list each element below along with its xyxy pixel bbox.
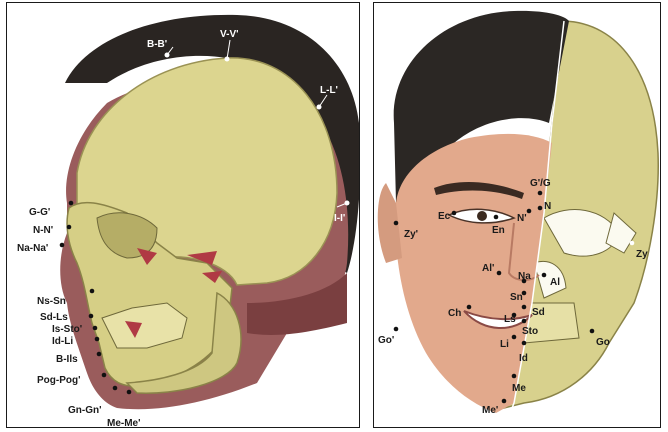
skull-frontal-image: G'/G N N' Ec En Zy' Zy Al' Al Na Sn Sd L… bbox=[374, 3, 661, 428]
label-i-i: I-I' bbox=[334, 213, 345, 224]
label-v-v: V-V' bbox=[220, 29, 239, 40]
label-ns-sn: Ns-Sn bbox=[37, 296, 66, 307]
rlabel-zy-prime: Zy' bbox=[404, 229, 418, 240]
label-me-me: Me-Me' bbox=[107, 418, 141, 428]
rdot-go bbox=[590, 329, 595, 334]
rlabel-go-prime: Go' bbox=[378, 335, 394, 346]
landmark-dot-b bbox=[165, 53, 170, 58]
rlabel-zy: Zy bbox=[636, 249, 648, 260]
rlabel-ch: Ch bbox=[448, 308, 461, 319]
rdot-goprime bbox=[394, 327, 399, 332]
label-n-n: N-N' bbox=[33, 225, 53, 236]
rlabel-n-prime: N' bbox=[517, 213, 527, 224]
rlabel-sd: Sd bbox=[532, 307, 545, 318]
rlabel-ls: Ls bbox=[504, 314, 516, 325]
skull-profile-image: B-B' V-V' L-L' I-I' G-G' N-N' Na-Na' Ns-… bbox=[7, 3, 360, 428]
rlabel-en: En bbox=[492, 225, 505, 236]
rlabel-sn: Sn bbox=[510, 292, 523, 303]
rlabel-go: Go bbox=[596, 337, 610, 348]
rdot-g bbox=[538, 191, 543, 196]
rdot-zyprime bbox=[394, 221, 399, 226]
landmark-dot-id bbox=[95, 337, 100, 342]
rdot-id bbox=[522, 341, 527, 346]
label-l-l: L-L' bbox=[320, 85, 338, 96]
label-gn-gn: Gn-Gn' bbox=[68, 405, 101, 416]
landmark-dot-n bbox=[67, 225, 72, 230]
left-superimposition-figure: B-B' V-V' L-L' I-I' G-G' N-N' Na-Na' Ns-… bbox=[6, 2, 360, 428]
label-sd-ls: Sd-Ls bbox=[40, 312, 68, 323]
rdot-nprime bbox=[527, 209, 532, 214]
landmark-dot-b-ils bbox=[97, 352, 102, 357]
label-id-li: Id-Li bbox=[52, 336, 73, 347]
rdot-ch bbox=[467, 305, 472, 310]
landmark-dot-v bbox=[225, 57, 230, 62]
rlabel-me-prime: Me' bbox=[482, 405, 498, 416]
rdot-zy bbox=[630, 241, 635, 246]
rlabel-li: Li bbox=[500, 339, 509, 350]
label-is-sto: Is-Sto' bbox=[52, 324, 82, 335]
rlabel-me: Me bbox=[512, 383, 526, 394]
rlabel-g-g: G'/G bbox=[530, 178, 551, 189]
landmark-dot-gn bbox=[113, 386, 118, 391]
landmark-dot-na bbox=[60, 243, 65, 248]
landmark-dot-i bbox=[345, 201, 350, 206]
landmark-dot-g bbox=[69, 201, 74, 206]
landmark-dot-is bbox=[93, 326, 98, 331]
label-na-na: Na-Na' bbox=[17, 243, 48, 254]
rdot-li bbox=[512, 335, 517, 340]
rdot-meprime bbox=[502, 399, 507, 404]
rlabel-al-prime: Al' bbox=[482, 263, 494, 274]
rlabel-sto: Sto bbox=[522, 326, 538, 337]
rlabel-al: Al bbox=[550, 277, 560, 288]
rdot-sd bbox=[522, 305, 527, 310]
rlabel-id: Id bbox=[519, 353, 528, 364]
label-pog-pog: Pog-Pog' bbox=[37, 375, 80, 386]
rdot-ec bbox=[452, 211, 457, 216]
landmark-dot-sd bbox=[89, 314, 94, 319]
rlabel-n: N bbox=[544, 201, 551, 212]
landmark-dot-l bbox=[317, 105, 322, 110]
label-b-ils: B-Ils bbox=[56, 354, 78, 365]
label-b-b: B-B' bbox=[147, 39, 167, 50]
rlabel-na: Na bbox=[518, 271, 531, 282]
rdot-sto bbox=[522, 319, 527, 324]
landmark-dot-ns bbox=[90, 289, 95, 294]
landmark-dot-me bbox=[127, 390, 132, 395]
label-g-g: G-G' bbox=[29, 207, 50, 218]
rlabel-ec: Ec bbox=[438, 211, 451, 222]
rdot-n bbox=[538, 206, 543, 211]
right-superimposition-figure: G'/G N N' Ec En Zy' Zy Al' Al Na Sn Sd L… bbox=[373, 2, 661, 428]
rdot-me bbox=[512, 374, 517, 379]
rdot-al bbox=[542, 273, 547, 278]
landmark-dot-pog bbox=[102, 373, 107, 378]
rdot-alprime bbox=[497, 271, 502, 276]
rdot-en bbox=[494, 215, 499, 220]
